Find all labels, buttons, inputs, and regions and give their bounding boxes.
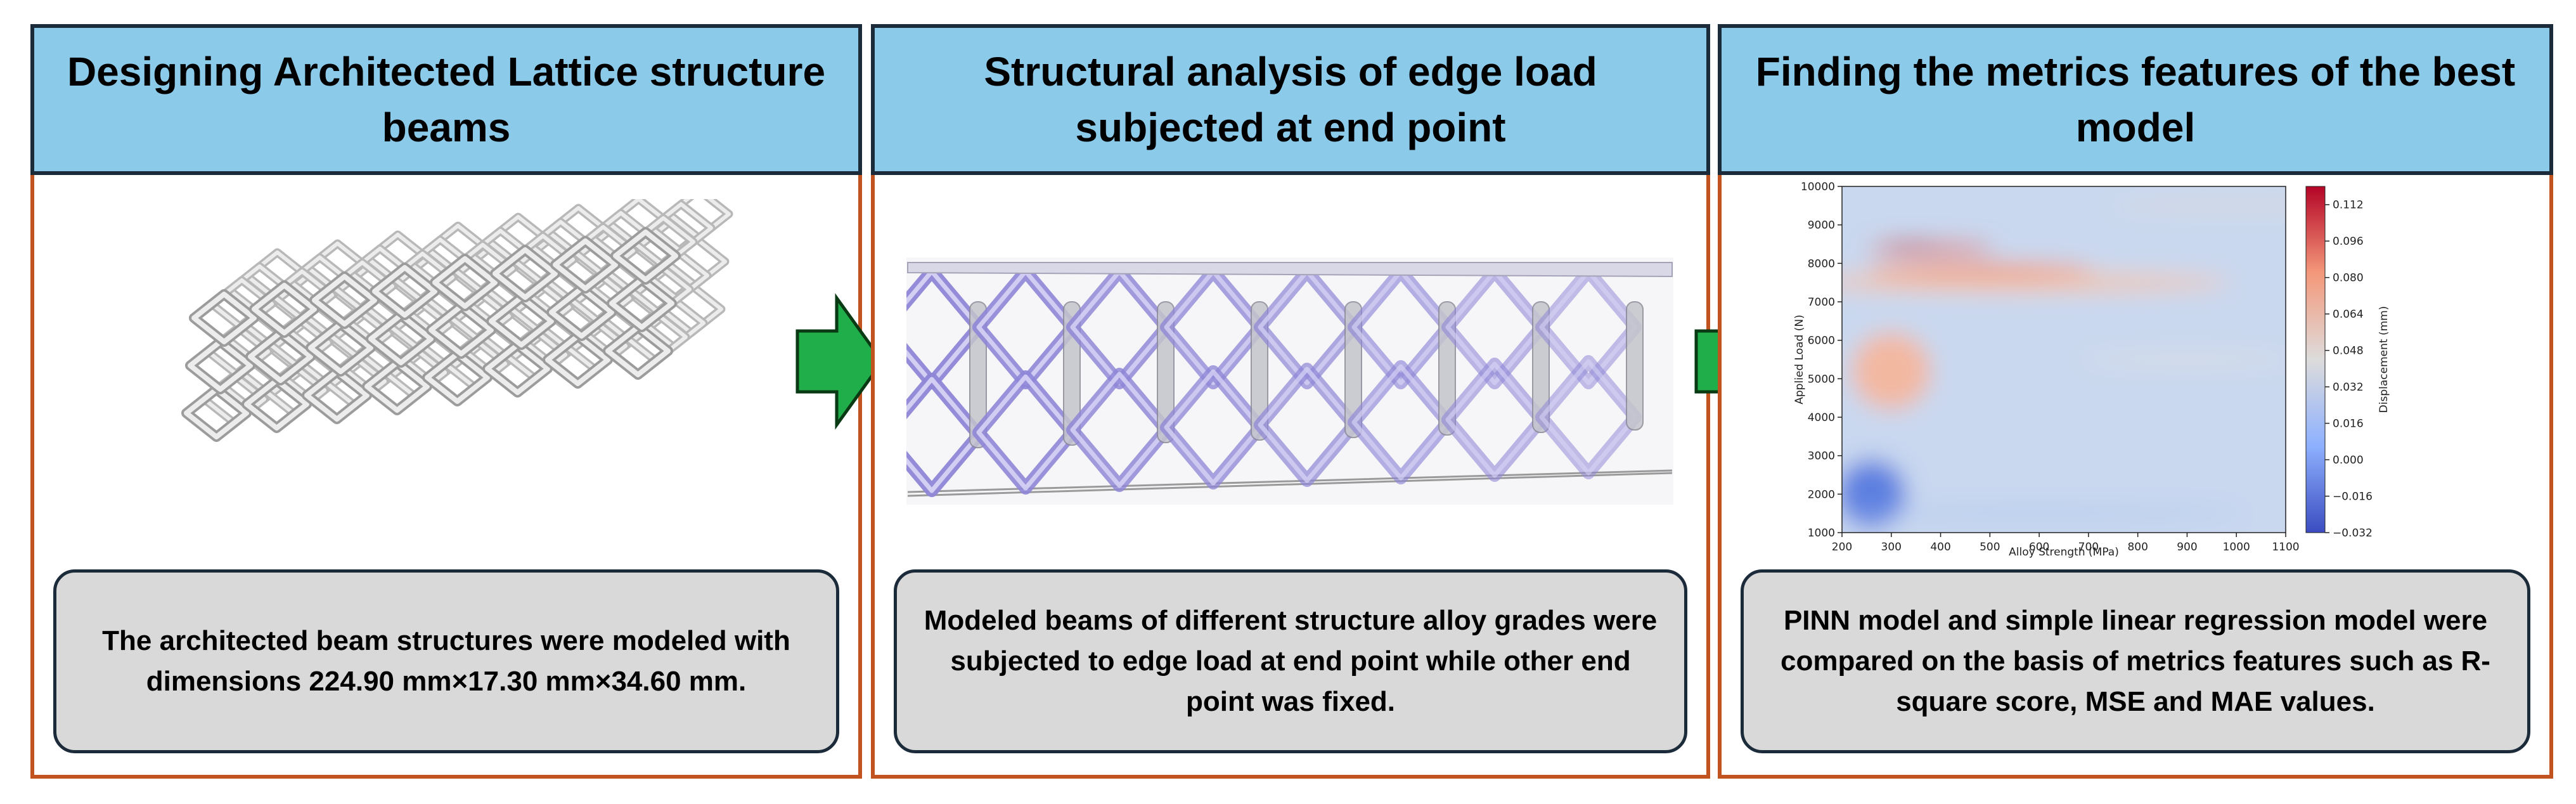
colorbar-tick-label: 0.032 <box>2333 381 2364 394</box>
heatmap-region <box>2108 201 2364 211</box>
y-tick-label: 6000 <box>1808 335 1835 347</box>
x-tick-label: 200 <box>1832 541 1852 554</box>
colorbar-tick-label: −0.032 <box>2333 527 2373 540</box>
x-tick-label: 500 <box>1980 541 2000 554</box>
colorbar-tick-label: 0.064 <box>2333 308 2364 321</box>
panel-design-title: Designing Architected Lattice structure … <box>53 44 839 155</box>
panel-analysis: Structural analysis of edge load subject… <box>871 24 1710 779</box>
x-tick-label: 1000 <box>2223 541 2250 554</box>
colorbar-tick-label: 0.112 <box>2333 199 2364 212</box>
panel-design-caption: The architected beam structures were mod… <box>73 621 820 702</box>
heatmap-region <box>1867 263 2094 279</box>
panel-design-header: Designing Architected Lattice structure … <box>30 24 862 175</box>
y-tick-label: 7000 <box>1808 296 1835 309</box>
y-tick-label: 9000 <box>1808 219 1835 232</box>
colorbar-tick-label: 0.096 <box>2333 235 2364 248</box>
panel-metrics: Finding the metrics features of the best… <box>1718 24 2553 779</box>
colorbar-tick-label: 0.000 <box>2333 454 2364 467</box>
heatmap-region <box>1884 242 1938 247</box>
panel-analysis-header: Structural analysis of edge load subject… <box>871 24 1710 175</box>
panel-analysis-caption: Modeled beams of different structure all… <box>913 600 1668 722</box>
heatmap-region <box>1832 510 2246 515</box>
panel-metrics-header: Finding the metrics features of the best… <box>1718 24 2553 175</box>
y-tick-label: 5000 <box>1808 373 1835 386</box>
x-tick-label: 300 <box>1881 541 1902 554</box>
x-tick-label: 800 <box>2127 541 2148 554</box>
y-tick-label: 10000 <box>1801 181 1835 193</box>
y-tick-label: 2000 <box>1808 488 1835 501</box>
x-tick-label: 400 <box>1930 541 1950 554</box>
colorbar-tick-label: −0.016 <box>2333 491 2373 503</box>
colorbar-tick-label: 0.048 <box>2333 345 2364 358</box>
y-tick-label: 1000 <box>1808 527 1835 540</box>
heatmap-region <box>1837 460 1906 529</box>
fea-beam-render <box>906 257 1673 505</box>
y-tick-label: 8000 <box>1808 257 1835 270</box>
x-axis-label: Alloy Strength (MPa) <box>2009 546 2119 559</box>
panel-design-caption-box: The architected beam structures were mod… <box>53 569 839 753</box>
colorbar-tick-label: 0.080 <box>2333 272 2364 285</box>
panel-metrics-caption-box: PINN model and simple linear regression … <box>1741 569 2530 753</box>
panel-metrics-title: Finding the metrics features of the best… <box>1741 44 2530 155</box>
heatmap-region <box>1852 333 1931 410</box>
heatmap-region <box>2078 352 2295 367</box>
panel-design: Designing Architected Lattice structure … <box>30 24 862 779</box>
lattice-beam-render <box>148 199 782 554</box>
panel-analysis-title: Structural analysis of edge load subject… <box>894 44 1687 155</box>
x-tick-label: 900 <box>2177 541 2197 554</box>
colorbar-tick-label: 0.016 <box>2333 418 2364 431</box>
panel-metrics-caption: PINN model and simple linear regression … <box>1760 600 2511 722</box>
fea-node-post <box>1626 302 1643 430</box>
colorbar-label: Displacement (mm) <box>2378 306 2390 413</box>
colorbar <box>2306 186 2325 533</box>
y-tick-label: 3000 <box>1808 450 1835 463</box>
y-axis-label: Applied Load (N) <box>1793 314 1806 404</box>
y-tick-label: 4000 <box>1808 412 1835 424</box>
panel-analysis-caption-box: Modeled beams of different structure all… <box>894 569 1687 753</box>
x-tick-label: 1100 <box>2272 541 2299 554</box>
